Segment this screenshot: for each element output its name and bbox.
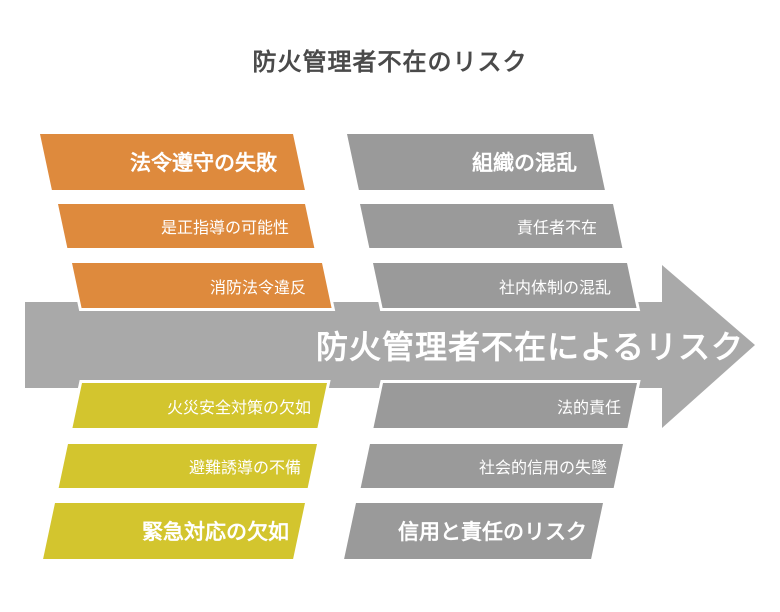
risk-item-label: 避難誘導の不備: [188, 460, 301, 477]
risk-item-label: 信用と責任のリスク: [398, 521, 587, 544]
risk-item-label: 法的責任: [556, 399, 621, 417]
page-title: 防火管理者不在のリスク: [252, 49, 528, 76]
risk-item-lack-of-fire-safety-measures: 火災安全対策の欠如: [72, 383, 327, 428]
risk-item-label: 緊急対応の欠如: [142, 521, 289, 544]
risk-item-label: 是正指導の可能性: [160, 220, 289, 237]
risk-item-absence-of-responsible-person: 責任者不在: [360, 204, 623, 248]
risk-item-trust-and-liability-risk: 信用と責任のリスク: [344, 503, 603, 559]
risk-item-label: 消防法令違反: [209, 279, 306, 297]
risk-item-inadequate-evacuation-guidance: 避難誘導の不備: [58, 444, 317, 488]
risk-item-label: 社会的信用の失墜: [478, 460, 607, 477]
main-arrow-label: 防火管理者不在によるリスク: [315, 329, 745, 365]
risk-item-label: 組織の混乱: [472, 152, 577, 175]
risk-item-internal-structure-confusion: 社内体制の混乱: [373, 263, 637, 308]
risk-item-label: 社内体制の混乱: [498, 279, 611, 297]
risk-item-label: 火災安全対策の欠如: [166, 399, 311, 417]
risk-item-corrective-guidance-possibility: 是正指導の可能性: [58, 204, 315, 248]
risk-item-label: 法令遵守の失敗: [130, 152, 277, 175]
risk-item-organizational-confusion: 組織の混乱: [347, 134, 605, 190]
risk-item-fire-service-act-violation: 消防法令違反: [72, 263, 332, 308]
risk-item-lack-of-emergency-response: 緊急対応の欠如: [43, 503, 305, 559]
risk-item-legal-compliance-failure: 法令遵守の失敗: [40, 134, 305, 190]
risk-item-legal-liability: 法的責任: [373, 383, 637, 428]
risk-item-loss-of-social-trust: 社会的信用の失墜: [360, 444, 623, 488]
risk-item-label: 責任者不在: [516, 220, 597, 237]
